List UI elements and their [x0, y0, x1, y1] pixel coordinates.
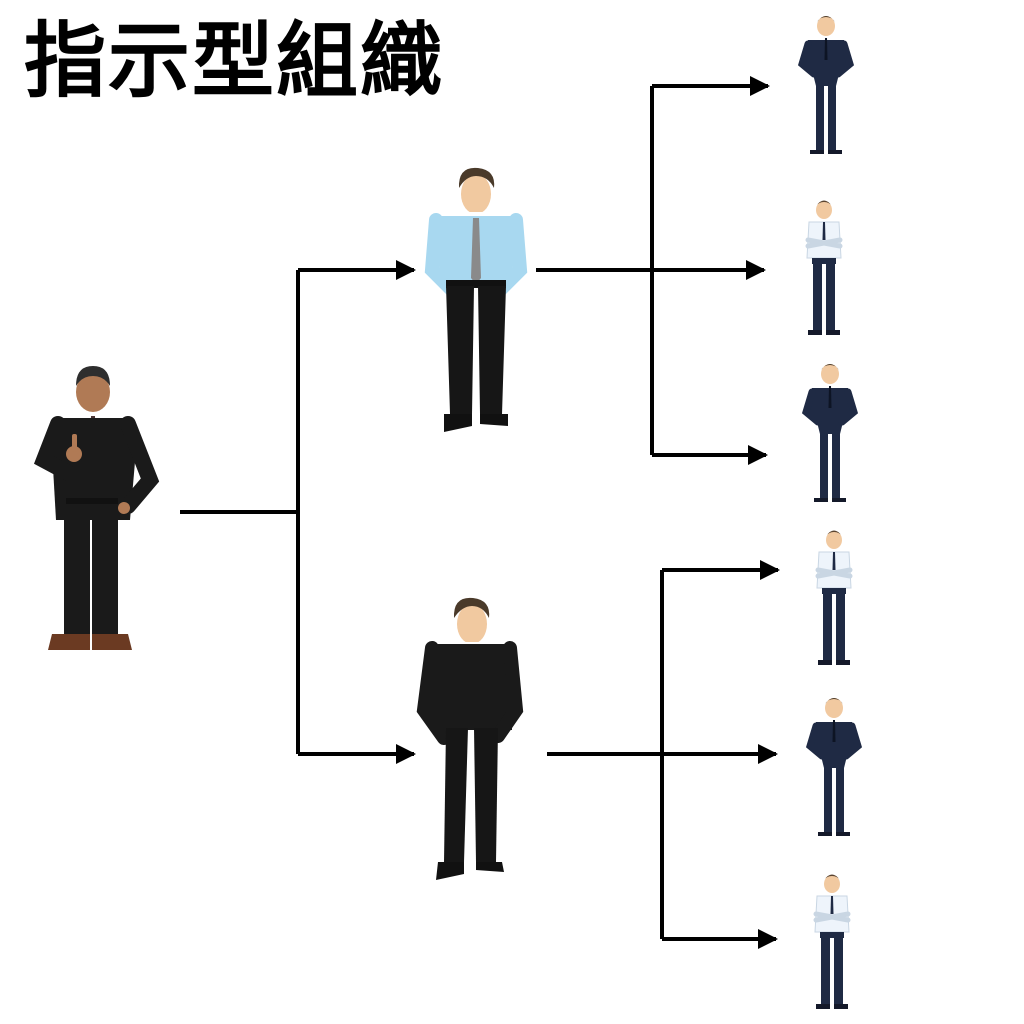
manager-light-blue-shirt-icon [424, 167, 528, 432]
manager-black-suit-icon [416, 597, 524, 880]
boss-thumbs-up-icon [33, 366, 160, 650]
staff-white-shirt-icon [807, 201, 841, 336]
staff-white-shirt-icon [815, 875, 849, 1010]
staff-navy-suit-icon [802, 16, 850, 154]
staff-navy-suit-icon [810, 698, 858, 836]
page-title: 指示型組織 [24, 14, 445, 109]
staff-white-shirt-icon [817, 531, 851, 666]
staff-navy-suit-icon [806, 364, 854, 502]
connector-lines [180, 76, 780, 949]
